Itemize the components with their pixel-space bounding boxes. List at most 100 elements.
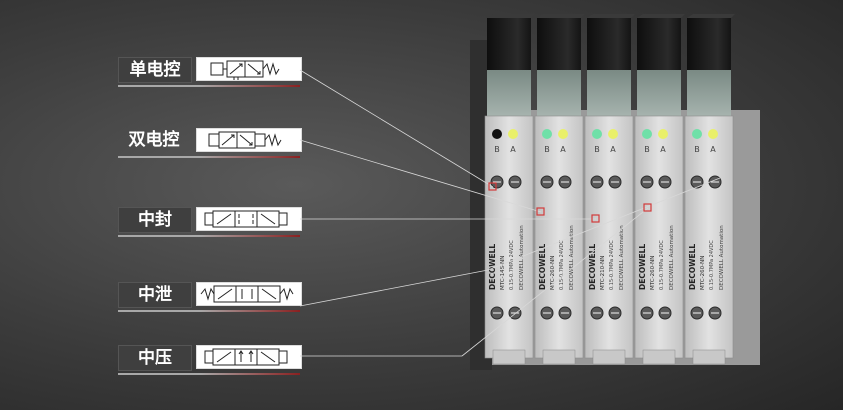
led-green-indicator: [642, 129, 652, 139]
coil-top: [687, 14, 735, 18]
valve-body: [534, 115, 584, 359]
led-yellow-indicator: [558, 129, 568, 139]
leader-line-double: [299, 139, 542, 213]
brand-text: DECOWELL: [688, 244, 697, 290]
label-closed-center: 中封: [118, 207, 192, 233]
subtitle-text: DECOWELL Automation: [719, 225, 725, 290]
port-label-a: A: [560, 145, 566, 154]
led-yellow-indicator: [608, 129, 618, 139]
leader-line-single: [299, 69, 494, 188]
subtitle-text: DECOWELL Automation: [519, 225, 525, 290]
port-label-a: A: [660, 145, 666, 154]
led-yellow-indicator: [508, 129, 518, 139]
coil-top: [487, 14, 535, 18]
brand-text: DECOWELL: [488, 244, 497, 290]
brand-text: DECOWELL: [588, 244, 597, 290]
port-label-b: B: [694, 145, 700, 154]
spec-text: 0.15-0.7MPa 24VDC: [659, 240, 665, 290]
brand-text: DECOWELL: [638, 244, 647, 290]
coil-top: [537, 14, 585, 18]
led-green-indicator: [592, 129, 602, 139]
valve-body: [484, 115, 534, 359]
spec-text: 0.15-0.7MPa 24VDC: [609, 240, 615, 290]
pointer-marker-pressure: [643, 203, 652, 212]
pointer-marker-double: [536, 207, 545, 216]
valve-symbol-double-icon: [196, 128, 302, 152]
label-underline: [118, 310, 300, 312]
led-yellow-indicator: [708, 129, 718, 139]
valve-symbol-pressure-center-icon: [196, 345, 302, 369]
valve-symbol-single-icon: [196, 57, 302, 81]
model-text: MTC-260-NN: [550, 256, 556, 290]
label-underline: [118, 373, 300, 375]
module-foot: [642, 349, 676, 365]
module-foot: [592, 349, 626, 365]
led-off-indicator: [492, 129, 502, 139]
label-pressure-center: 中压: [118, 345, 192, 371]
leader-line-exhaust-2: [487, 177, 721, 271]
model-text: MTC-14S-NN: [500, 256, 506, 290]
label-underline: [118, 85, 300, 87]
solenoid-coil: [537, 18, 581, 70]
port-label-b: B: [494, 145, 500, 154]
valve-body: [634, 115, 684, 359]
clear-cover: [587, 70, 631, 116]
subtitle-text: DECOWELL Automation: [569, 225, 575, 290]
pointer-marker-single: [488, 182, 497, 191]
led-green-indicator: [692, 129, 702, 139]
solenoid-coil: [487, 18, 531, 70]
port-label-b: B: [644, 145, 650, 154]
port-label-a: A: [710, 145, 716, 154]
label-exhaust-center: 中泄: [118, 282, 192, 308]
leader-line-exhaust-1: [299, 269, 489, 307]
led-green-indicator: [542, 129, 552, 139]
coil-top: [637, 14, 685, 18]
brand-text: DECOWELL: [538, 244, 547, 290]
led-yellow-indicator: [658, 129, 668, 139]
spec-text: 0.15-0.7MPa 24VDC: [509, 240, 515, 290]
solenoid-coil: [637, 18, 681, 70]
valve-symbol-closed-center-icon: [196, 207, 302, 231]
label-double-solenoid: 双电控: [128, 130, 180, 150]
module-foot: [492, 349, 526, 365]
coil-top: [587, 14, 635, 18]
clear-cover: [487, 70, 531, 116]
model-text: MTC-210-NN: [600, 256, 606, 290]
module-foot: [542, 349, 576, 365]
port-label-b: B: [594, 145, 600, 154]
valve-body: [684, 115, 734, 359]
subtitle-text: DECOWELL Automation: [669, 225, 675, 290]
pointer-marker-closed: [591, 214, 600, 223]
model-text: MTC-260-NN: [700, 256, 706, 290]
port-label-a: A: [610, 145, 616, 154]
label-underline: [118, 156, 300, 158]
spec-text: 0.15-0.7MPa 24VDC: [559, 240, 565, 290]
solenoid-coil: [587, 18, 631, 70]
port-label-b: B: [544, 145, 550, 154]
valve-symbol-exhaust-center-icon: [196, 282, 302, 306]
module-foot: [692, 349, 726, 365]
spec-text: 0.15-0.7MPa 24VDC: [709, 240, 715, 290]
label-underline: [118, 235, 300, 237]
solenoid-coil: [687, 18, 731, 70]
clear-cover: [537, 70, 581, 116]
leader-line-pressure-2: [461, 207, 649, 357]
clear-cover: [687, 70, 731, 116]
valve-body: [584, 115, 634, 359]
clear-cover: [637, 70, 681, 116]
subtitle-text: DECOWELL Automation: [619, 225, 625, 290]
model-text: MTC-260-NN: [650, 256, 656, 290]
port-label-a: A: [510, 145, 516, 154]
